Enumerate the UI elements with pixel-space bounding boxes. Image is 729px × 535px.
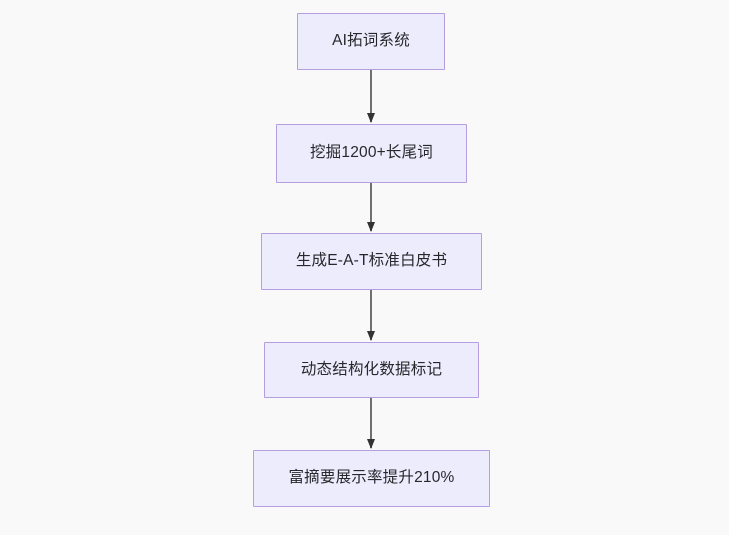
flow-node-dynamic-structured-data-markup[interactable]: 动态结构化数据标记 (264, 342, 479, 398)
flow-node-ai-keyword-system[interactable]: AI拓词系统 (297, 13, 445, 70)
flow-node-label: 富摘要展示率提升210% (288, 469, 455, 487)
flow-node-label: AI拓词系统 (332, 32, 410, 50)
flow-node-label: 挖掘1200+长尾词 (309, 144, 434, 162)
flow-node-mine-longtail-keywords[interactable]: 挖掘1200+长尾词 (276, 124, 467, 183)
flow-node-label: 生成E-A-T标准白皮书 (295, 252, 448, 270)
flow-node-rich-snippet-impression-lift[interactable]: 富摘要展示率提升210% (253, 450, 490, 507)
flow-node-generate-eat-whitepaper[interactable]: 生成E-A-T标准白皮书 (261, 233, 482, 290)
flow-node-label: 动态结构化数据标记 (300, 360, 443, 378)
